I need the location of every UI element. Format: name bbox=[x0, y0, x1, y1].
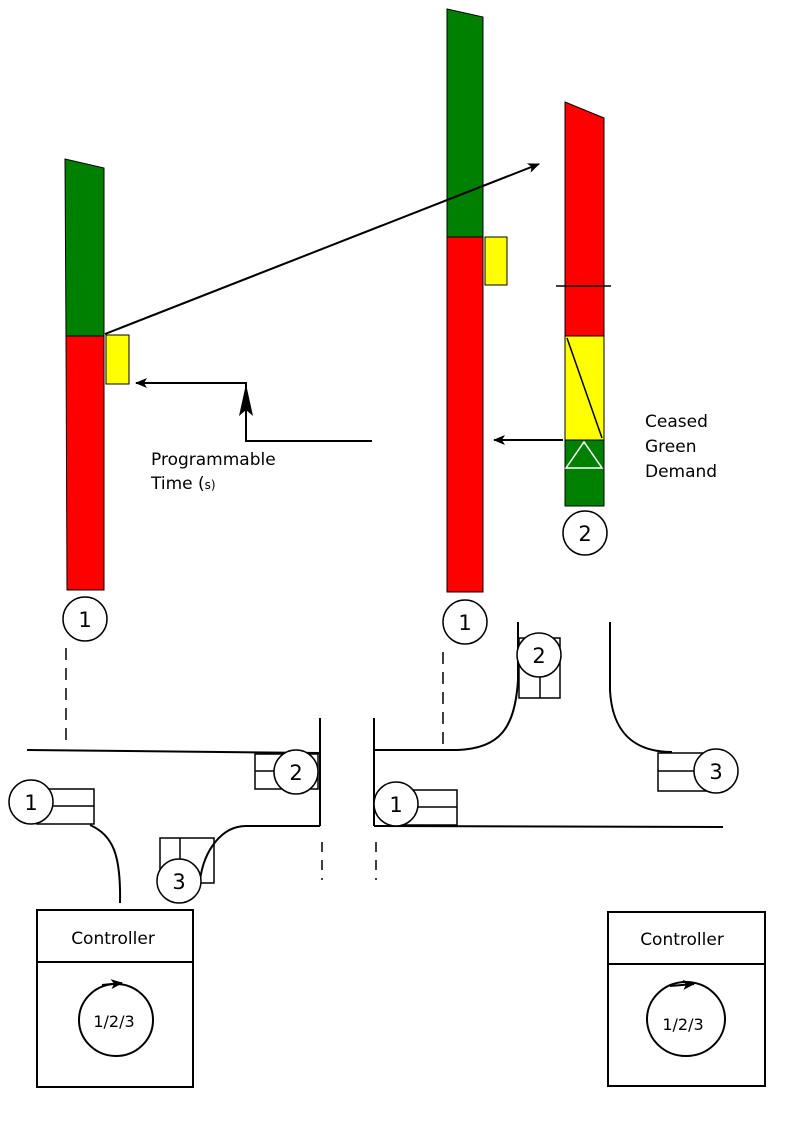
red-interval-right bbox=[564, 101, 605, 337]
detector-badge-left-2 bbox=[273, 749, 319, 795]
controller-title-left: Controller bbox=[71, 929, 155, 949]
detector-badge-left-3 bbox=[156, 858, 202, 904]
phase-badge-middle bbox=[442, 599, 488, 645]
red-interval-middle bbox=[446, 236, 484, 593]
phase-badge-right bbox=[562, 510, 608, 556]
cycle-label-left: 1/2/3 bbox=[93, 1012, 134, 1031]
yellow-interval-middle bbox=[484, 236, 508, 286]
programmable-time-up-arrowhead bbox=[239, 384, 253, 416]
detector-left-1: 1 bbox=[8, 779, 95, 825]
detector-badge-right-3 bbox=[693, 748, 739, 794]
green-interval-left bbox=[64, 158, 105, 337]
detector-left-2: 2 bbox=[254, 749, 319, 795]
junction-right: 1 2 3 Controller 1/2/3 bbox=[373, 622, 766, 1087]
detector-label-left-3: 3 bbox=[172, 870, 185, 894]
detector-right-2: 2 bbox=[516, 632, 562, 699]
phase-label-right: 2 bbox=[578, 522, 591, 546]
signal-bar-left: 1 bbox=[62, 158, 130, 748]
cycle-arrow-icon bbox=[101, 979, 123, 990]
junction-left: 1 2 3 Controller 1/2/3 bbox=[8, 718, 323, 1088]
red-interval-left bbox=[65, 335, 105, 591]
detector-label-right-1: 1 bbox=[389, 793, 402, 817]
detector-label-left-1: 1 bbox=[24, 791, 37, 815]
phase-badge-left bbox=[62, 596, 108, 642]
yellow-diagonal-right bbox=[566, 337, 603, 439]
detector-label-left-2: 2 bbox=[289, 761, 302, 785]
signal-bar-right: 2 bbox=[556, 101, 611, 556]
yellow-interval-left bbox=[105, 334, 130, 385]
controller-box-right bbox=[607, 911, 766, 1087]
programmable-time-label-2: Time (s) bbox=[150, 474, 216, 494]
cycle-label-right: 1/2/3 bbox=[662, 1015, 703, 1034]
detector-right-1: 1 bbox=[373, 781, 458, 827]
cycle-arrow-icon bbox=[669, 979, 695, 990]
road-curve-left-2 bbox=[199, 825, 320, 881]
demand-triangle-icon bbox=[564, 440, 604, 469]
road-curve-left-1 bbox=[89, 824, 122, 904]
controller-box-left bbox=[36, 909, 194, 1088]
detector-badge-right-1 bbox=[373, 781, 419, 827]
road-curve-right-2 bbox=[609, 622, 673, 753]
programmable-time-text: Time ( bbox=[150, 474, 205, 494]
detector-label-right-3: 3 bbox=[709, 760, 722, 784]
programmable-time-unit: s) bbox=[205, 478, 216, 492]
programmable-time-label-1: Programmable bbox=[151, 450, 276, 470]
controller-title-right: Controller bbox=[640, 930, 724, 950]
detector-label-right-2: 2 bbox=[532, 644, 545, 668]
controller-left: Controller 1/2/3 bbox=[36, 909, 194, 1088]
detector-left-3: 3 bbox=[156, 837, 215, 904]
ceased-green-label-3: Demand bbox=[645, 462, 717, 482]
detector-badge-right-2 bbox=[516, 632, 562, 678]
signal-bar-middle: 1 bbox=[442, 8, 508, 750]
road-edge-top-left bbox=[26, 749, 321, 754]
controller-right: Controller 1/2/3 bbox=[607, 911, 766, 1087]
road-curve-right-1 bbox=[374, 622, 519, 751]
detector-right-3: 3 bbox=[657, 748, 739, 794]
phase-label-middle: 1 bbox=[458, 611, 471, 635]
transfer-arrow bbox=[104, 163, 540, 335]
ceased-green-label-2: Green bbox=[645, 437, 696, 457]
detector-badge-left-1 bbox=[8, 779, 54, 825]
road-edge-bottom-right bbox=[373, 825, 724, 828]
ceased-green-label-1: Ceased bbox=[645, 412, 708, 432]
green-interval-middle bbox=[446, 8, 484, 238]
phase-label-left: 1 bbox=[78, 608, 91, 632]
programmable-time-arrow bbox=[135, 378, 372, 442]
